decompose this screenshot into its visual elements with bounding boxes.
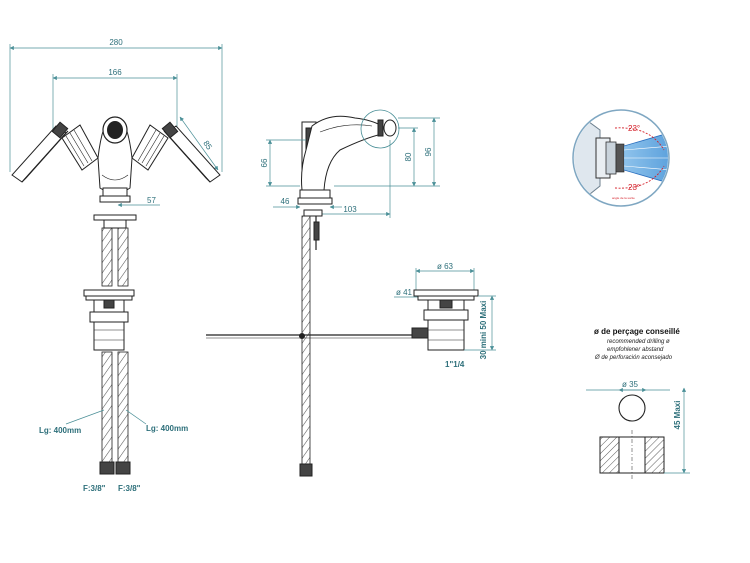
drilling-title: ø de perçage conseillé bbox=[594, 327, 680, 336]
hose-right bbox=[117, 227, 129, 287]
drain-detail: ø 63 ø 41 30 mini 50 Maxi 1"1/4 bbox=[394, 262, 496, 369]
drill-hole-diameter: ø 35 bbox=[622, 380, 639, 389]
pop-up-waste bbox=[83, 289, 135, 351]
hose-left bbox=[101, 227, 113, 287]
leader-line bbox=[125, 409, 147, 425]
dim-57-label: 57 bbox=[147, 196, 156, 205]
leader-line bbox=[65, 409, 105, 425]
drilling-line-es: Ø de perforación aconsejado bbox=[594, 355, 673, 361]
front-view: 280 166 85 bbox=[9, 38, 223, 493]
dim-103-label: 103 bbox=[343, 205, 357, 214]
dim-280-label: 280 bbox=[109, 38, 123, 47]
dim-166-label: 166 bbox=[108, 68, 122, 77]
right-lever-handle bbox=[131, 121, 221, 183]
drain-thread-label: 1"1/4 bbox=[445, 360, 465, 369]
spray-detail: 23° 23° angle de la sortie bbox=[572, 109, 670, 207]
side-body bbox=[297, 115, 397, 205]
hose-nut-left bbox=[99, 461, 115, 475]
dim-96-label: 96 bbox=[424, 147, 433, 156]
hose-right-label: Lg: 400mm bbox=[146, 424, 188, 433]
drill-hole-top bbox=[618, 394, 646, 422]
side-hose bbox=[301, 215, 311, 465]
detail-circle bbox=[360, 109, 400, 149]
dim-66-label: 66 bbox=[260, 158, 269, 167]
dim-80-label: 80 bbox=[404, 152, 413, 161]
mixer-body bbox=[97, 116, 133, 203]
hose-left-lower bbox=[101, 351, 113, 463]
spray-angle-bottom: 23° bbox=[628, 183, 640, 192]
drain-flange bbox=[413, 289, 479, 297]
drilling-line-en: recommended drilling ø bbox=[607, 339, 670, 345]
drain-height-range: 30 mini 50 Maxi bbox=[479, 301, 488, 360]
drilling-line-de: empfohlener abstand bbox=[607, 347, 664, 353]
thread-right-label: F:3/8" bbox=[118, 484, 141, 493]
dim-46-label: 46 bbox=[281, 197, 290, 206]
left-lever-handle bbox=[11, 121, 99, 183]
hose-left-label: Lg: 400mm bbox=[39, 426, 81, 435]
side-view: 96 80 66 46 103 bbox=[206, 109, 440, 477]
mounting-plate bbox=[93, 214, 137, 221]
thread-left-label: F:3/8" bbox=[83, 484, 106, 493]
spray-caption: angle de la sortie bbox=[612, 196, 635, 200]
drain-side-outlet bbox=[411, 327, 429, 339]
side-hose-nut bbox=[299, 463, 313, 477]
drill-max-thickness: 45 Maxi bbox=[673, 401, 682, 430]
drain-top-diameter: ø 63 bbox=[437, 262, 454, 271]
spray-angle-top: 23° bbox=[628, 124, 640, 133]
drilling-note: ø de perçage conseillé recommended drill… bbox=[586, 327, 690, 480]
drain-inner-diameter: ø 41 bbox=[396, 288, 413, 297]
dim-line-85 bbox=[179, 116, 219, 171]
hose-nut-right bbox=[115, 461, 131, 475]
hose-right-lower bbox=[117, 351, 129, 463]
